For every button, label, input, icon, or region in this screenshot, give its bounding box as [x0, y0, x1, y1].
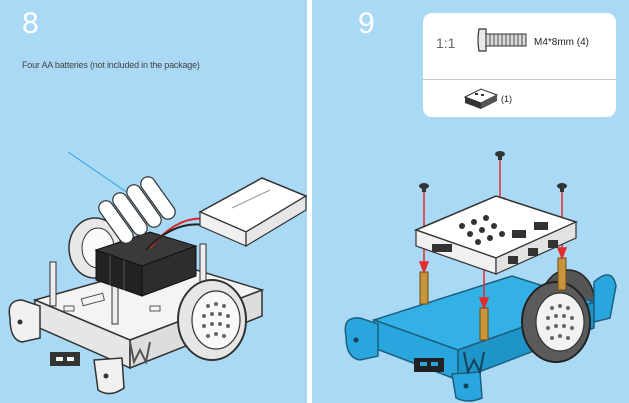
- front-wheel-icon: [521, 281, 591, 363]
- controller-board-icon: [413, 195, 579, 275]
- aa-batteries-icon: [98, 176, 176, 244]
- front-wheel-icon: [177, 279, 247, 361]
- step-number: 9: [358, 7, 375, 40]
- screws-icon: [419, 151, 567, 192]
- scale-ratio: 1:1: [436, 35, 456, 51]
- battery-cover-icon: [198, 177, 307, 248]
- board-icon: [463, 88, 499, 109]
- step-9-panel: 9 1:1 M4*8mm (4) (1): [312, 0, 629, 403]
- robot-board-illustration: [344, 151, 617, 402]
- screw-label: M4*8mm (4): [534, 37, 590, 48]
- pointer-line: [67, 151, 129, 194]
- board-label: (1): [501, 94, 512, 104]
- parts-divider: [423, 79, 616, 80]
- robot-battery-illustration: [8, 151, 307, 395]
- screw-icon: [477, 28, 527, 52]
- battery-note: Four AA batteries (not included in the p…: [22, 60, 200, 70]
- step-number: 8: [22, 7, 39, 40]
- step-8-panel: 8 Four AA batteries (not included in the…: [0, 0, 307, 403]
- parts-box: 1:1 M4*8mm (4) (1): [423, 13, 616, 117]
